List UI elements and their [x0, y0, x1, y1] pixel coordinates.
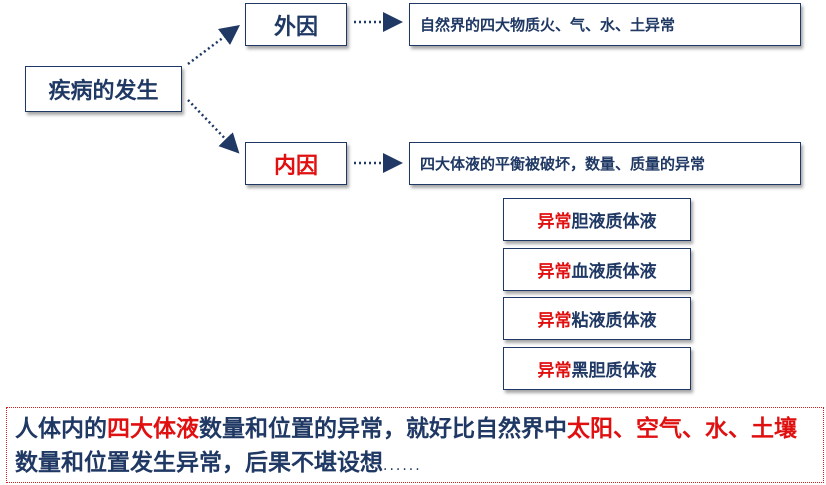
internal-cause-label: 内因 [273, 153, 318, 179]
arrow-root-to-external [187, 25, 240, 65]
arrow-root-to-internal [187, 99, 240, 154]
fluid-item-prefix: 异常 [537, 212, 572, 232]
fluid-item-name: 粘液质体液 [571, 311, 657, 331]
summary-note: 人体内的四大体液数量和位置的异常，就好比自然界中太阳、空气、水、土壤数量和位置发… [6, 407, 824, 483]
note-text: 数量和位置发生异常，后果不堪设想 [15, 450, 383, 476]
root-node-label: 疾病的发生 [48, 79, 159, 104]
fluid-item: 异常黑胆质体液 [503, 347, 691, 390]
internal-cause-description: 四大体液的平衡被破坏，数量、质量的异常 [409, 142, 801, 185]
fluid-item-name: 血液质体液 [571, 262, 657, 282]
fluid-item-prefix: 异常 [537, 311, 572, 331]
fluid-item: 异常血液质体液 [503, 248, 691, 291]
note-text: 人体内的 [15, 416, 107, 442]
external-cause-node: 外因 [245, 3, 347, 46]
note-ellipsis: ...... [383, 458, 422, 474]
external-cause-description-text: 自然界的四大物质火、气、水、土异常 [420, 16, 676, 34]
fluid-item-prefix: 异常 [537, 361, 572, 381]
fluid-item: 异常粘液质体液 [503, 297, 691, 340]
note-highlight: 太阳、空气、水、土壤 [567, 416, 797, 442]
fluid-item-name: 黑胆质体液 [571, 361, 657, 381]
internal-cause-description-text: 四大体液的平衡被破坏，数量、质量的异常 [420, 155, 706, 173]
fluid-item: 异常胆液质体液 [503, 198, 691, 241]
internal-cause-node: 内因 [245, 142, 347, 185]
external-cause-label: 外因 [273, 14, 318, 40]
fluid-item-name: 胆液质体液 [571, 212, 657, 232]
note-text: 数量和位置的异常，就好比自然界中 [199, 416, 567, 442]
note-highlight: 四大体液 [107, 416, 199, 442]
external-cause-description: 自然界的四大物质火、气、水、土异常 [409, 3, 801, 46]
fluid-item-prefix: 异常 [537, 262, 572, 282]
root-node: 疾病的发生 [25, 66, 182, 112]
